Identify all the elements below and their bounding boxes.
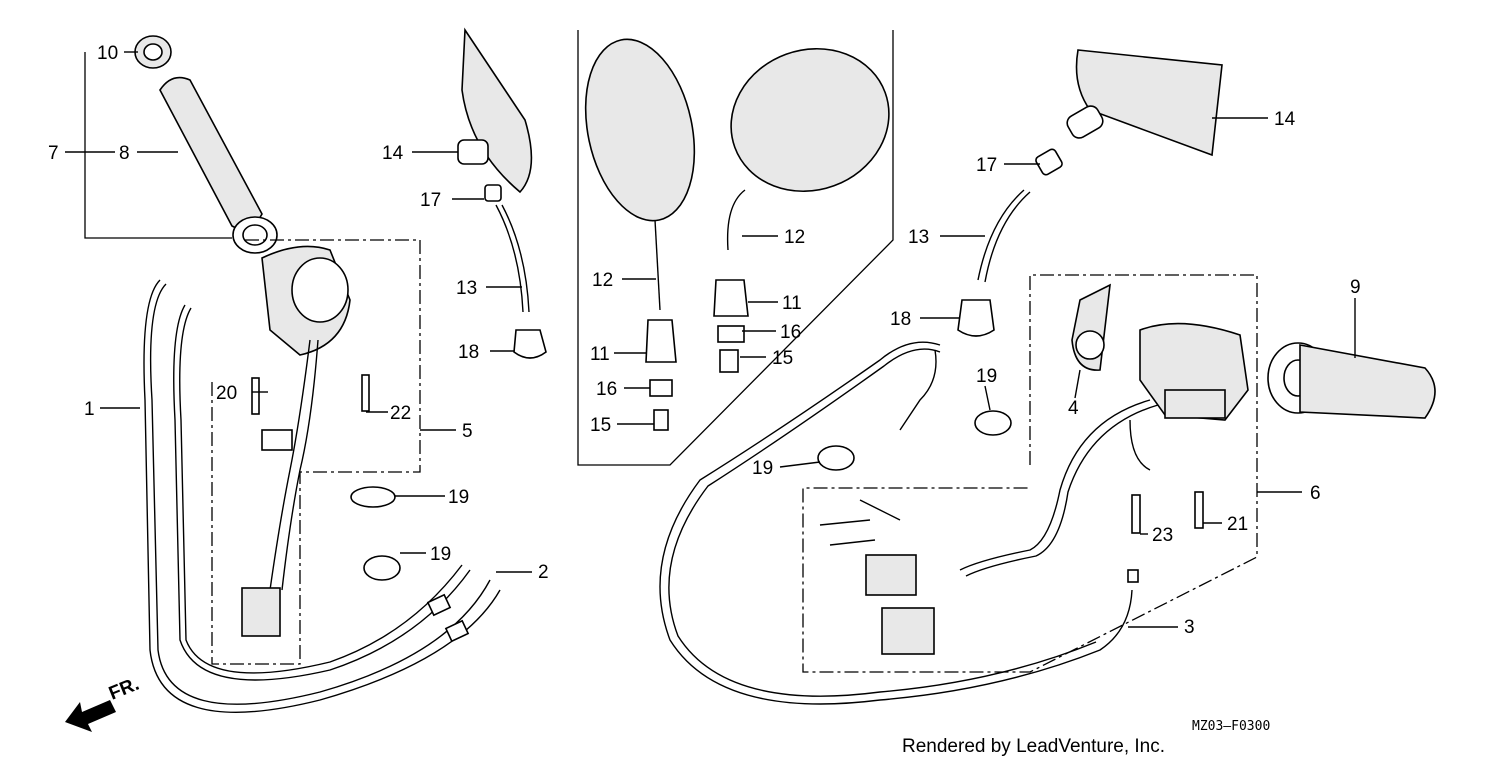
callout-3: 3 xyxy=(1184,617,1195,638)
callout-14-left: 14 xyxy=(382,143,404,164)
callout-18-right: 18 xyxy=(890,309,911,330)
callout-7: 7 xyxy=(48,143,59,164)
callout-18-left: 18 xyxy=(458,342,479,363)
round-mirror-left xyxy=(584,38,696,431)
callout-19-a: 19 xyxy=(448,487,469,508)
callout-21: 21 xyxy=(1227,514,1248,535)
render-credit: Rendered by LeadVenture, Inc. xyxy=(902,736,1165,757)
mirror-set-outline xyxy=(577,30,894,466)
callout-12-right: 12 xyxy=(784,227,805,248)
right-handlebar-assembly xyxy=(659,283,1436,705)
callout-13-left: 13 xyxy=(456,278,477,299)
callout-9: 9 xyxy=(1350,277,1361,298)
callout-11-right: 11 xyxy=(782,293,802,314)
callout-22: 22 xyxy=(390,403,411,424)
right-mirror-assembly xyxy=(957,49,1223,337)
diagram-code: MZ03—F0300 xyxy=(1192,719,1270,734)
callout-19-b: 19 xyxy=(430,544,451,565)
callout-19-d: 19 xyxy=(752,458,773,479)
switch-assembly-outline-6 xyxy=(802,274,1258,673)
callout-4: 4 xyxy=(1068,398,1079,419)
front-direction-arrow: FR. xyxy=(65,674,142,732)
callout-10: 10 xyxy=(97,43,118,64)
callout-11-left: 11 xyxy=(590,344,610,365)
callout-12-left: 12 xyxy=(592,270,613,291)
callout-20: 20 xyxy=(216,383,237,404)
callout-15-right: 15 xyxy=(772,348,793,369)
callout-17-left: 17 xyxy=(420,190,441,211)
callout-6: 6 xyxy=(1310,483,1321,504)
callout-1: 1 xyxy=(84,399,95,420)
callout-17-right: 17 xyxy=(976,155,997,176)
callout-13-right: 13 xyxy=(908,227,929,248)
callout-16-right: 16 xyxy=(780,322,801,343)
callout-23: 23 xyxy=(1152,525,1173,546)
leader-lines xyxy=(65,51,1356,628)
front-direction-label: FR. xyxy=(106,674,142,705)
left-handlebar-assembly xyxy=(134,35,501,714)
callout-16-left: 16 xyxy=(596,379,617,400)
callout-19-c: 19 xyxy=(976,366,997,387)
left-mirror-assembly xyxy=(457,27,547,359)
callout-5: 5 xyxy=(462,421,473,442)
round-mirror-right xyxy=(713,47,890,373)
callout-2: 2 xyxy=(538,562,549,583)
callout-14-right: 14 xyxy=(1274,109,1296,130)
callout-8: 8 xyxy=(119,143,130,164)
switch-assembly-outline-5 xyxy=(211,239,421,665)
callout-numbers: 10 7 8 1 2 3 4 5 6 9 14 17 13 18 20 22 1… xyxy=(48,43,1361,638)
grip-assembly-outline-7 xyxy=(84,52,232,239)
callout-15-left: 15 xyxy=(590,415,611,436)
